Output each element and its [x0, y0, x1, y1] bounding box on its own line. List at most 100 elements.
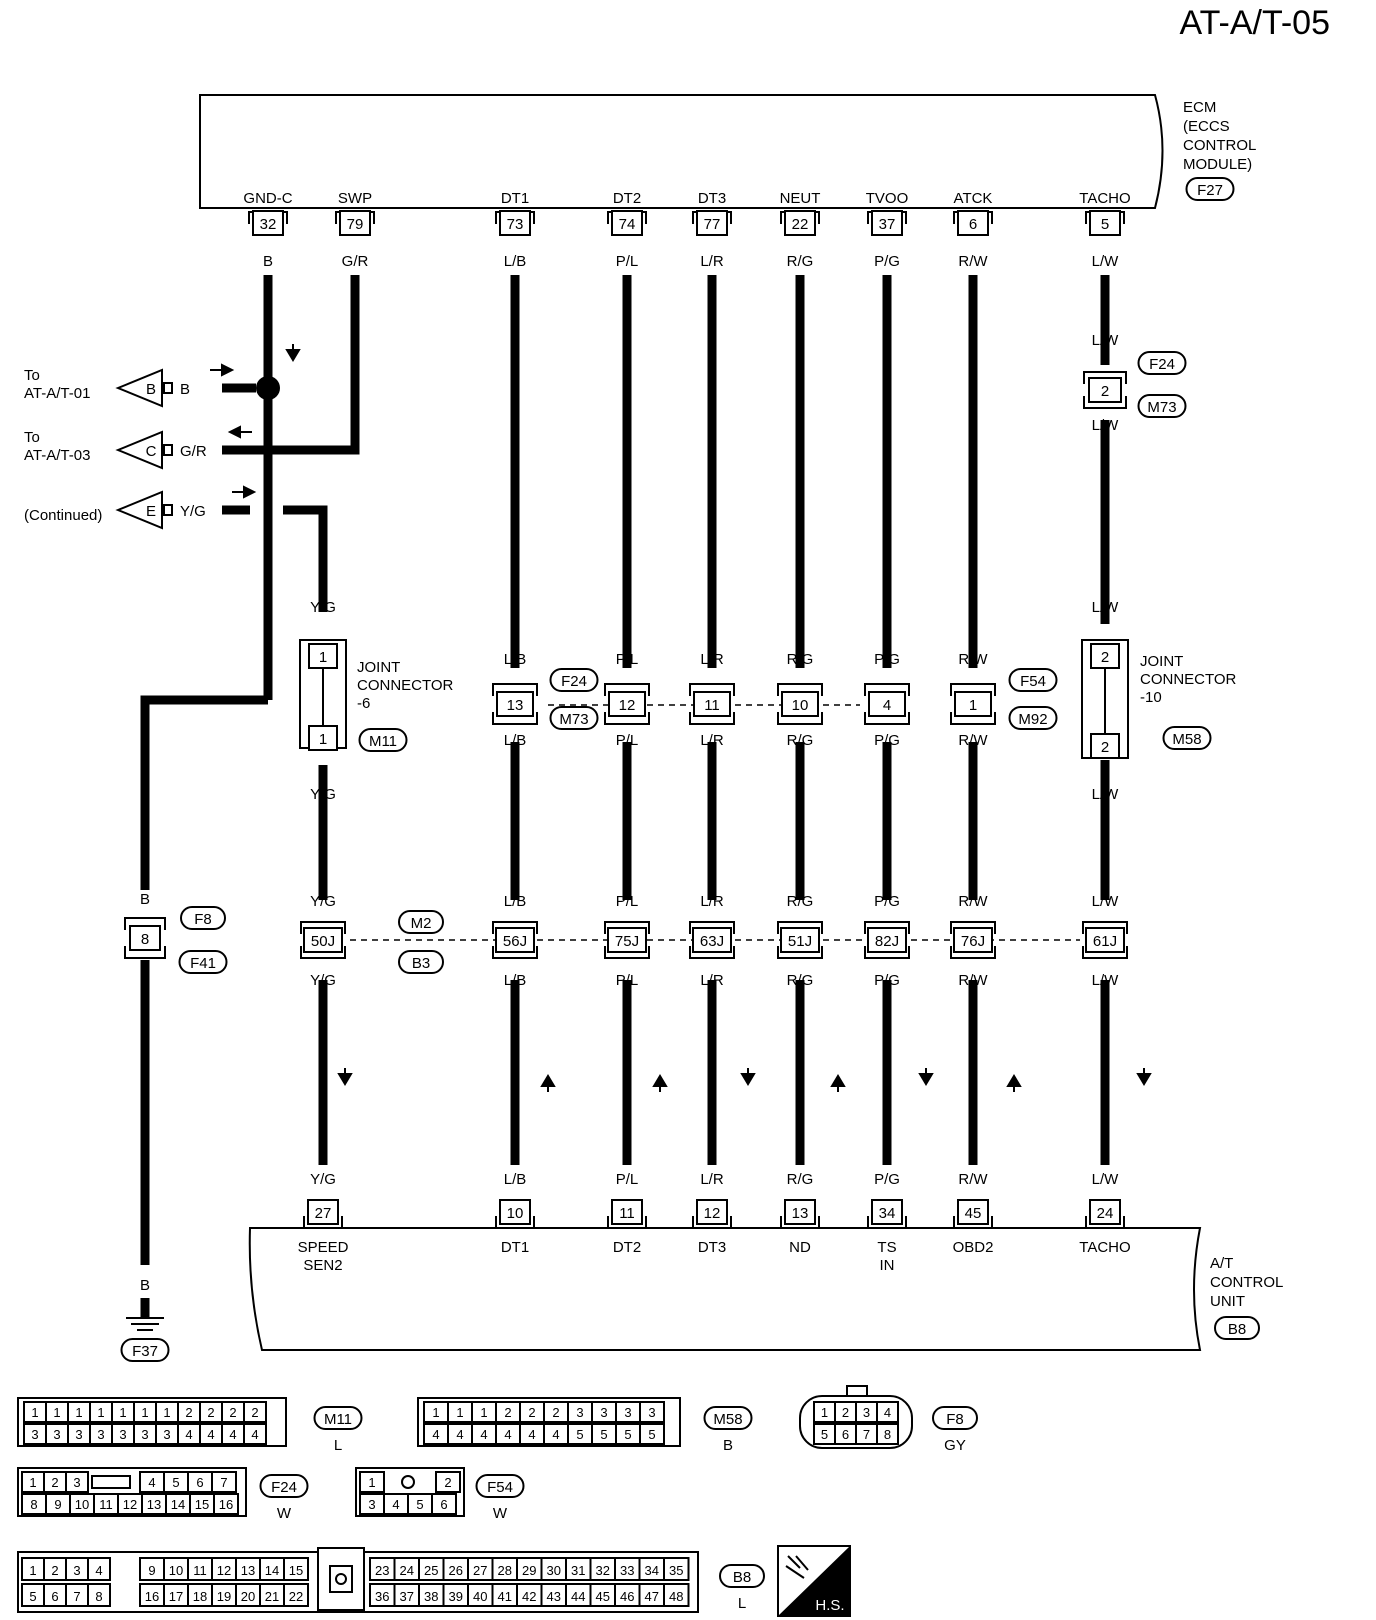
connector-bracket [492, 946, 538, 959]
connector-bracket [777, 683, 823, 696]
connector-bracket [950, 683, 996, 696]
connector-view-color: W [277, 1505, 292, 1522]
offpage-letter: B [146, 381, 156, 398]
hs-badge-emblem [785, 1555, 809, 1579]
connector-cell-number: 7 [73, 1589, 80, 1604]
connector-cell-number: 5 [648, 1427, 655, 1442]
row1-conn-m92 [1008, 706, 1058, 730]
wire-color-label: L/R [700, 893, 724, 910]
wire-color-label: R/G [787, 253, 814, 270]
connector-cell [87, 1583, 111, 1607]
wire-color-label: L/B [504, 732, 527, 749]
joint-connector-10-label: JOINT [1140, 653, 1183, 670]
connector-pin-number: 51J [788, 933, 812, 950]
wire-color-label: B [180, 381, 190, 398]
connector-cell-number: 15 [289, 1563, 303, 1578]
joint-connector-10-label: CONNECTOR [1140, 671, 1237, 688]
connector-bracket [777, 712, 823, 725]
tcu-pin-box [611, 1199, 643, 1225]
connector-pin-number: 27 [315, 1205, 332, 1222]
connector-cell-number: 2 [528, 1405, 535, 1420]
connector-cell-number: 5 [416, 1497, 423, 1512]
wire-color-label: P/L [616, 893, 639, 910]
connector-view-color: GY [944, 1437, 966, 1454]
connector-cell-number: 16 [219, 1497, 233, 1512]
connector-cell [87, 1557, 111, 1581]
tcu-pin-box [957, 1199, 989, 1225]
connector-cell-number: 9 [54, 1497, 61, 1512]
row1-pin-box [868, 691, 906, 717]
connector-cell-number: 4 [884, 1405, 891, 1420]
row1-pin-box [693, 691, 731, 717]
connector-bracket [124, 946, 166, 959]
offpage-connector-triangle [115, 368, 163, 408]
wire-color-label: R/W [958, 253, 988, 270]
connector-cell-number: 3 [368, 1497, 375, 1512]
connector-cell-number: 38 [424, 1589, 438, 1604]
connector-cell [65, 1471, 89, 1493]
signal-arrow-up [540, 1074, 556, 1092]
ecm-label: CONTROL [1183, 137, 1256, 154]
connector-cell [639, 1401, 665, 1423]
connector-bracket [492, 921, 538, 934]
connector-pin-number: 11 [619, 1205, 635, 1222]
connector-id-label: M73 [559, 711, 588, 728]
row2-pin-box [692, 927, 732, 953]
connector-pin-number: 8 [141, 931, 149, 948]
connector-bracket [864, 946, 910, 959]
connector-cell-number: 3 [648, 1405, 655, 1420]
connector-id-label: F54 [1020, 673, 1046, 690]
signal-arrow-down [285, 344, 301, 362]
wire-color-label: R/G [787, 1171, 814, 1188]
wire-color-label: R/W [958, 893, 988, 910]
connector-cell-number: 13 [241, 1563, 255, 1578]
connector-pin-number: 10 [792, 697, 809, 714]
connector-bracket [303, 1216, 343, 1229]
ecm-label: (ECCS [1183, 118, 1230, 135]
connector-cell-number: 14 [171, 1497, 185, 1512]
connector-view-color: B [723, 1437, 733, 1454]
ground-connector-pill [120, 1338, 170, 1362]
connector-bracket [864, 921, 910, 934]
connector-cell-number: 4 [251, 1427, 258, 1442]
connector-id-label: F24 [561, 673, 587, 690]
connector-cell-number: 4 [207, 1427, 214, 1442]
connector-bracket [495, 1216, 535, 1229]
connector-view-b8-lock-hole [335, 1573, 347, 1585]
signal-arrow-right [232, 485, 257, 499]
connector-cell-number: 3 [624, 1405, 631, 1420]
row2-pin-box [303, 927, 343, 953]
ecm-terminal-name: ATCK [954, 190, 993, 207]
connector-cell-number: 12 [217, 1563, 231, 1578]
tcu-terminal-name: IN [880, 1257, 895, 1274]
wire-color-label: L/W [1092, 893, 1120, 910]
connector-cell [283, 1583, 309, 1607]
wire-color-label: L/W [1092, 332, 1120, 349]
connector-cell-number: 2 [207, 1405, 214, 1420]
connector-cell-number: 44 [571, 1589, 585, 1604]
connector-cell-number: 48 [669, 1589, 683, 1604]
ecm-terminal-name: DT1 [501, 190, 529, 207]
connector-cell-number: 3 [73, 1475, 80, 1490]
connector-pin-number: 34 [879, 1205, 896, 1222]
wire-color-label: Y/G [310, 893, 336, 910]
connector-cell-number: 1 [31, 1405, 38, 1420]
wire-color-label: L/W [1092, 417, 1120, 434]
connector-cell [283, 1557, 309, 1581]
ecm-pin-box [611, 210, 643, 236]
ecm-terminal-name: TVOO [866, 190, 909, 207]
connector-cell-number: 4 [229, 1427, 236, 1442]
connector-cell-number: 1 [163, 1405, 170, 1420]
connector-cell-number: 2 [504, 1405, 511, 1420]
connector-cell-number: 27 [473, 1563, 487, 1578]
connector-bracket [950, 712, 996, 725]
offpage-to: To [24, 429, 40, 446]
connector-cell-number: 3 [163, 1427, 170, 1442]
row2-conn-b3 [398, 950, 444, 974]
connector-bracket [777, 946, 823, 959]
connector-cell [435, 1471, 461, 1493]
connector-cell-number: 15 [195, 1497, 209, 1512]
ecm-terminal-name: GND-C [243, 190, 292, 207]
connector-cell-number: 8 [95, 1589, 102, 1604]
connector-cell-number: 39 [449, 1589, 463, 1604]
